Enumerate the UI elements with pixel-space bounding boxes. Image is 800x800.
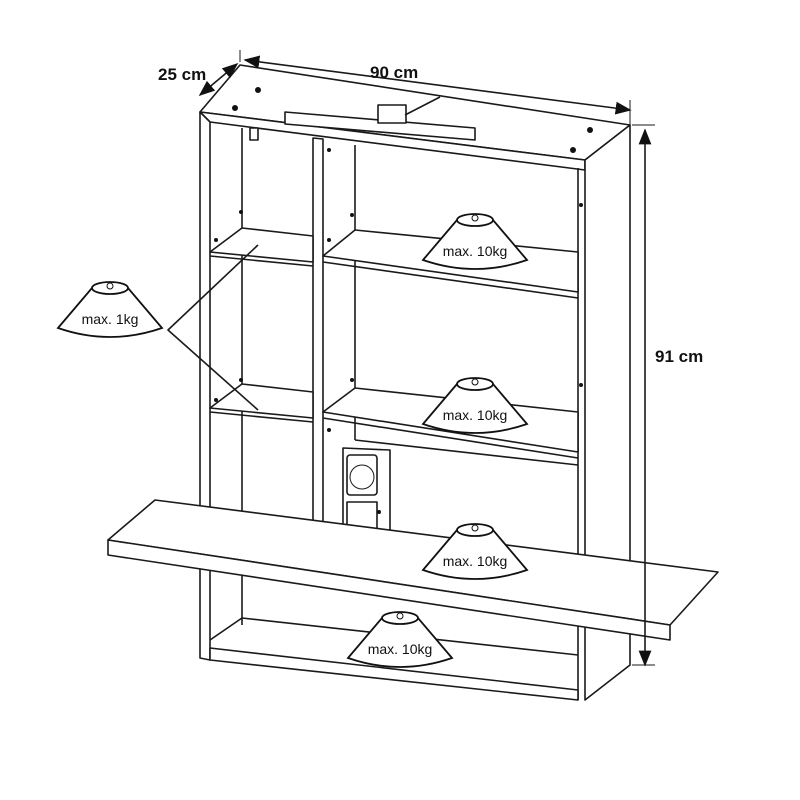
weight-icon-bottom: max. 10kg bbox=[346, 611, 454, 668]
left-shelf-upper bbox=[209, 227, 314, 263]
weight-icon-middle: max. 10kg bbox=[421, 377, 529, 434]
weight-icon-side: max. 1kg bbox=[56, 281, 164, 338]
height-dimension-label: 91 cm bbox=[655, 347, 703, 366]
width-dimension-label: 90 cm bbox=[370, 63, 418, 82]
side-shelves-load-label: max. 1kg bbox=[82, 311, 139, 327]
left-shelf-lower bbox=[209, 383, 314, 419]
side-shelf-pointers bbox=[167, 244, 259, 411]
weight-icon-upper: max. 10kg bbox=[421, 213, 529, 270]
bottom-shelf-load-label: max. 10kg bbox=[368, 641, 433, 657]
lower-shelf-load-label: max. 10kg bbox=[443, 553, 508, 569]
upper-shelf-load-label: max. 10kg bbox=[443, 243, 508, 259]
left-side-panel bbox=[199, 111, 211, 661]
front-shelf bbox=[107, 499, 719, 641]
depth-dimension-label: 25 cm bbox=[158, 65, 206, 84]
weight-icon-lower: max. 10kg bbox=[421, 523, 529, 580]
divider-panel bbox=[312, 137, 324, 563]
bottom-front-edge bbox=[209, 647, 579, 701]
middle-shelf-load-label: max. 10kg bbox=[443, 407, 508, 423]
dimension-lines bbox=[198, 50, 655, 667]
